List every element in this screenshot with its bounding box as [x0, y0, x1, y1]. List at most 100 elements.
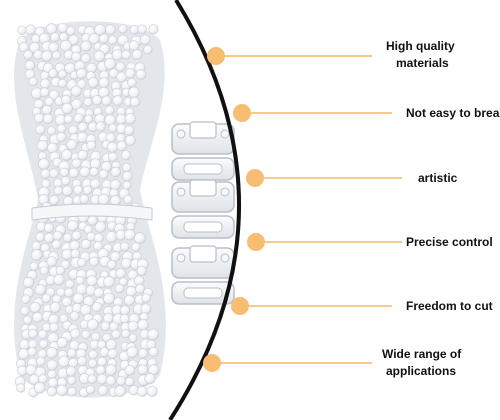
chain-bead [87, 358, 98, 369]
chain-bead [27, 347, 37, 357]
chain-bead [87, 318, 99, 331]
feature-label-control: Precise control [406, 234, 493, 251]
chain-bead [107, 141, 118, 153]
feature-text: applications [386, 364, 457, 378]
chain-bead [41, 179, 51, 189]
chain-bead [111, 329, 121, 340]
chain-bead [60, 40, 72, 52]
chain-bead [114, 283, 125, 294]
chain-bead [116, 140, 128, 152]
chain-bead [146, 385, 158, 397]
chain-bead [21, 294, 31, 304]
chain-bead [128, 86, 140, 99]
feature-text: Freedom to cut [406, 299, 493, 313]
chain-bead [128, 333, 138, 343]
chain-bead [41, 104, 53, 116]
chain-bead [135, 69, 147, 80]
chain-bead [24, 60, 36, 71]
chain-bead [89, 256, 100, 267]
chain-bead [118, 24, 128, 34]
chain-bead [68, 357, 79, 368]
chain-bead [89, 178, 101, 190]
bullet-dot-icon [247, 233, 265, 251]
chain-bead [23, 49, 34, 60]
chain-bead [58, 79, 68, 89]
chain-bead [80, 40, 92, 52]
chain-bead [93, 241, 103, 251]
chain-bead [124, 125, 135, 136]
chain-bead [106, 259, 117, 270]
chain-bead [135, 283, 145, 294]
chain-bead [76, 79, 87, 90]
chain-bead [88, 349, 98, 360]
chain-bead [121, 49, 131, 60]
chain-bead [71, 230, 82, 241]
chain-bead [63, 114, 73, 124]
chain-bead [93, 50, 106, 63]
chain-bead [48, 68, 58, 79]
chain-bead [77, 257, 87, 268]
chain-bead [73, 185, 83, 195]
chain-bead [18, 42, 29, 53]
chain-bead [109, 179, 121, 191]
chain-bead [134, 232, 146, 244]
chain-bead [103, 292, 115, 305]
chain-bead [101, 95, 112, 106]
chain-bead [76, 68, 87, 79]
chain-bead [148, 24, 159, 35]
chain-bead [64, 287, 74, 298]
chain-bead [39, 87, 50, 98]
chain-bead [127, 320, 139, 332]
chain-bead [103, 276, 115, 288]
feature-text: Wide range of [382, 347, 462, 361]
chain-bead [123, 194, 133, 205]
chain-bead [59, 32, 69, 42]
chain-bead [61, 149, 73, 161]
chain-bead [36, 139, 49, 152]
chain-bead [47, 377, 59, 389]
chain-bead [50, 32, 60, 43]
chain-bead [68, 167, 80, 179]
chain-bead [108, 35, 118, 45]
chain-bead [124, 364, 136, 376]
chain-bead [56, 132, 67, 143]
chain-bead [62, 185, 73, 197]
chain-bead [143, 44, 153, 55]
chain-bead [79, 166, 91, 178]
chain-bead [51, 239, 62, 250]
chain-bead [97, 193, 110, 206]
feature-text: High quality [386, 39, 455, 53]
connector-clip-icon [171, 121, 235, 181]
chain-bead [52, 230, 63, 241]
chain-bead [148, 346, 159, 357]
chain-bead [94, 221, 107, 233]
chain-bead [44, 97, 54, 107]
chain-bead [66, 348, 77, 359]
chain-bead [16, 383, 26, 393]
chain-bead [67, 387, 77, 397]
chain-bead [86, 275, 98, 287]
chain-bead [30, 249, 43, 261]
feature-text: Precise control [406, 235, 493, 249]
chain-bead [95, 365, 106, 376]
chain-bead [81, 329, 91, 340]
chain-bead [51, 50, 61, 60]
chain-bead [108, 123, 118, 133]
chain-bead [121, 150, 132, 161]
chain-bead [62, 232, 73, 243]
chain-bead [89, 167, 99, 177]
chain-bead [77, 121, 88, 133]
chain-bead [34, 113, 45, 124]
chain-bead [121, 329, 131, 339]
chain-bead [110, 251, 121, 262]
chain-bead [40, 168, 51, 179]
chain-bead [29, 261, 39, 271]
chain-bead [80, 53, 91, 64]
chain-bead [124, 113, 136, 125]
chain-bead [39, 266, 49, 276]
chain-bead [112, 95, 124, 106]
chain-bead [35, 232, 46, 242]
chain-bead [28, 76, 38, 87]
chain-bead [47, 369, 57, 380]
